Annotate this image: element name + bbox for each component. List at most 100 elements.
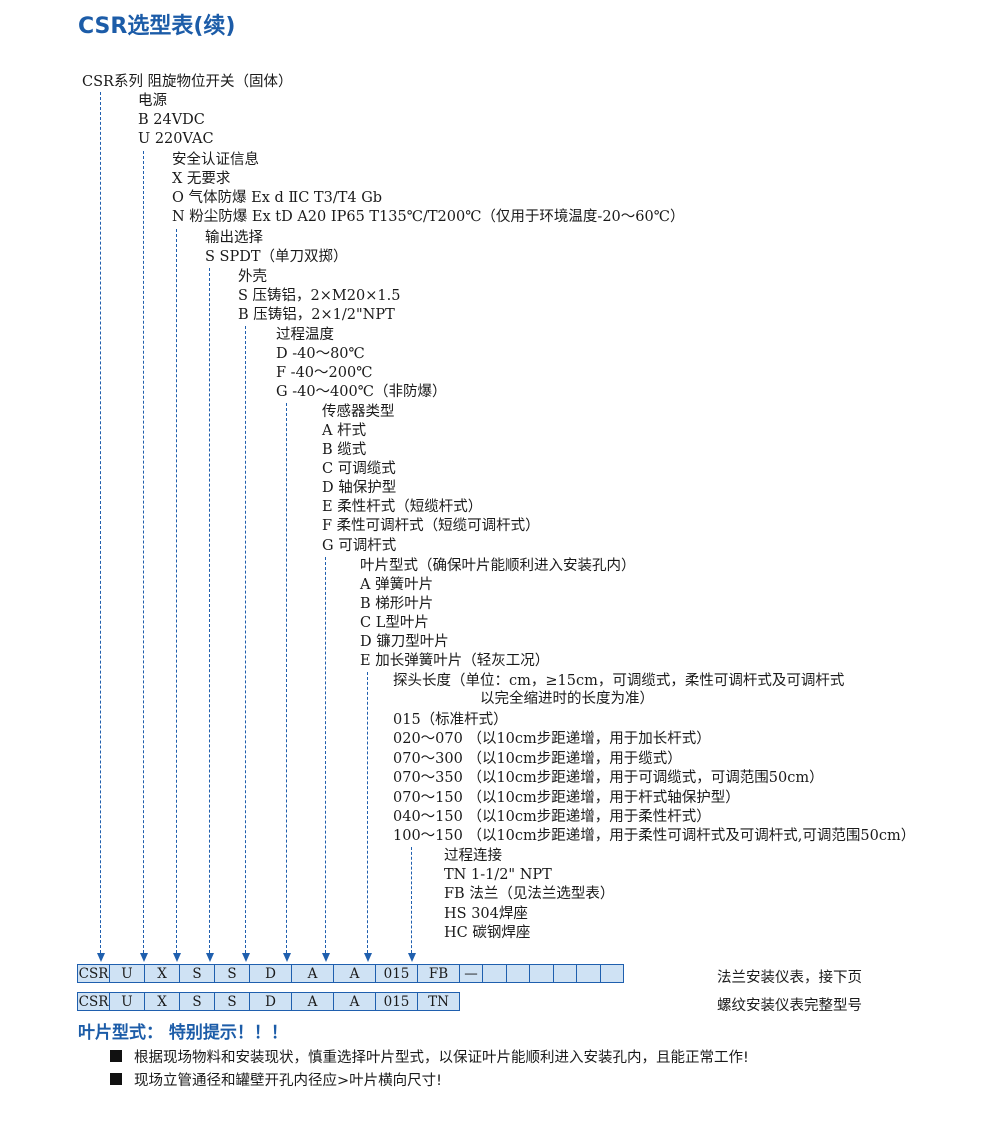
warning-title: 叶片型式： 特别提示！！！: [78, 1023, 288, 1043]
arrow-down-icon: [172, 953, 181, 962]
code-cell: D: [249, 964, 292, 983]
code-cell: X: [144, 964, 180, 983]
arrow-down-icon: [321, 953, 330, 962]
code-cell: S: [179, 964, 215, 983]
page-title: CSR选型表(续): [78, 14, 236, 39]
tree-line: C L型叶片: [360, 615, 429, 631]
code-cell: 015: [375, 964, 418, 983]
tree-line: 输出选择: [205, 230, 263, 246]
tree-line: 安全认证信息: [172, 152, 259, 168]
bullet-icon: [110, 1050, 122, 1062]
warning-note: 根据现场物料和安装现状，慎重选择叶片型式，以保证叶片能顺利进入安装孔内，且能正常…: [110, 1046, 749, 1067]
tree-line: D -40～80℃: [276, 346, 365, 362]
code-cell: D: [249, 992, 292, 1011]
code-cell: [506, 964, 530, 983]
code-cell: [576, 964, 601, 983]
code-cell: TN: [417, 992, 460, 1011]
tree-line: U 220VAC: [138, 131, 214, 147]
tree-line: G 可调杆式: [322, 538, 397, 554]
tree-line: D 轴保护型: [322, 480, 397, 496]
tree-line: S 压铸铝，2×M20×1.5: [238, 288, 401, 304]
warning-note-text: 根据现场物料和安装现状，慎重选择叶片型式，以保证叶片能顺利进入安装孔内，且能正常…: [134, 1050, 749, 1066]
dash-line: [367, 672, 368, 953]
dash-line: [209, 268, 210, 953]
dash-line: [245, 326, 246, 953]
code-cell: S: [179, 992, 215, 1011]
warning-note: 现场立管通径和罐壁开孔内径应>叶片横向尺寸!: [110, 1069, 442, 1090]
tree-line: E 加长弹簧叶片（轻灰工况）: [360, 653, 550, 669]
tree-line: D 镰刀型叶片: [360, 634, 449, 650]
arrow-down-icon: [241, 953, 250, 962]
tree-line: F 柔性可调杆式（短缆可调杆式）: [322, 518, 540, 534]
tree-line: CSR系列 阻旋物位开关（固体）: [82, 74, 293, 90]
tree-line: HS 304焊座: [444, 906, 528, 922]
dash-line: [411, 847, 412, 953]
dash-line: [143, 151, 144, 953]
code-cell: A: [291, 992, 334, 1011]
code-cell: A: [333, 964, 376, 983]
tree-line: 070～350 （以10cm步距递增，用于可调缆式，可调范围50cm）: [393, 770, 824, 786]
tree-line: 100～150 （以10cm步距递增，用于柔性可调杆式及可调杆式,可调范围50c…: [393, 828, 916, 844]
code-cell: A: [291, 964, 334, 983]
tree-line: B 缆式: [322, 442, 367, 458]
tree-line: B 压铸铝，2×1/2"NPT: [238, 307, 395, 323]
tree-line: B 24VDC: [138, 112, 205, 128]
code-cell: CSR: [77, 964, 110, 983]
code-cell: CSR: [77, 992, 110, 1011]
tree-line: 020～070 （以10cm步距递增，用于加长杆式）: [393, 731, 711, 747]
tree-line: A 弹簧叶片: [360, 577, 434, 593]
arrow-down-icon: [282, 953, 291, 962]
tree-line: 叶片型式（确保叶片能顺利进入安装孔内）: [360, 558, 636, 574]
arrow-down-icon: [205, 953, 214, 962]
code-cell: [482, 964, 507, 983]
tree-line: N 粉尘防爆 Ex tD A20 IP65 T135℃/T200℃（仅用于环境温…: [172, 209, 685, 225]
arrow-down-icon: [139, 953, 148, 962]
arrow-down-icon: [96, 953, 105, 962]
dash-line: [286, 403, 287, 953]
tree-line: 015（标准杆式）: [393, 712, 508, 728]
tree-line: A 杆式: [322, 423, 367, 439]
tree-line: C 可调缆式: [322, 461, 396, 477]
tree-line: HC 碳钢焊座: [444, 925, 531, 941]
tree-line: 070～150 （以10cm步距递增，用于杆式轴保护型）: [393, 790, 740, 806]
tree-line: FB 法兰（见法兰选型表）: [444, 886, 615, 902]
bullet-icon: [110, 1073, 122, 1085]
code-cell: U: [109, 992, 145, 1011]
tree-line: 电源: [138, 93, 167, 109]
tree-line: 过程温度: [276, 327, 334, 343]
tree-line: X 无要求: [172, 171, 231, 187]
tree-line: E 柔性杆式（短缆杆式）: [322, 499, 483, 515]
tree-line: G -40～400℃（非防爆）: [276, 384, 447, 400]
dash-line: [325, 557, 326, 953]
tree-line: S SPDT（单刀双掷）: [205, 249, 348, 265]
arrow-down-icon: [407, 953, 416, 962]
tree-line: 传感器类型: [322, 404, 395, 420]
code-cell: 015: [375, 992, 418, 1011]
tree-line: 外壳: [238, 269, 267, 285]
code-cell: A: [333, 992, 376, 1011]
code-cell: [600, 964, 624, 983]
code-cell: X: [144, 992, 180, 1011]
tree-line: O 气体防爆 Ex d ⅡC T3/T4 Gb: [172, 190, 383, 206]
dash-line: [176, 229, 177, 953]
tree-line: 探头长度（单位：cm，≥15cm，可调缆式，柔性可调杆式及可调杆式: [393, 673, 845, 689]
code-cell: [553, 964, 577, 983]
code-cell: [529, 964, 554, 983]
tree-line: 040～150 （以10cm步距递增，用于柔性杆式）: [393, 809, 711, 825]
row-note-flange: 法兰安装仪表，接下页: [717, 970, 862, 986]
row-note-thread: 螺纹安装仪表完整型号: [717, 998, 862, 1014]
arrow-down-icon: [363, 953, 372, 962]
warning-note-text: 现场立管通径和罐壁开孔内径应>叶片横向尺寸!: [134, 1073, 442, 1089]
tree-line: 过程连接: [444, 848, 502, 864]
tree-line: F -40～200℃: [276, 365, 373, 381]
tree-line: 070～300 （以10cm步距递增，用于缆式）: [393, 751, 682, 767]
tree-line: B 梯形叶片: [360, 596, 434, 612]
tree-line: TN 1-1/2" NPT: [444, 867, 552, 883]
code-cell: S: [214, 992, 250, 1011]
code-cell: —: [459, 964, 483, 983]
code-cell: FB: [417, 964, 460, 983]
code-cell: U: [109, 964, 145, 983]
